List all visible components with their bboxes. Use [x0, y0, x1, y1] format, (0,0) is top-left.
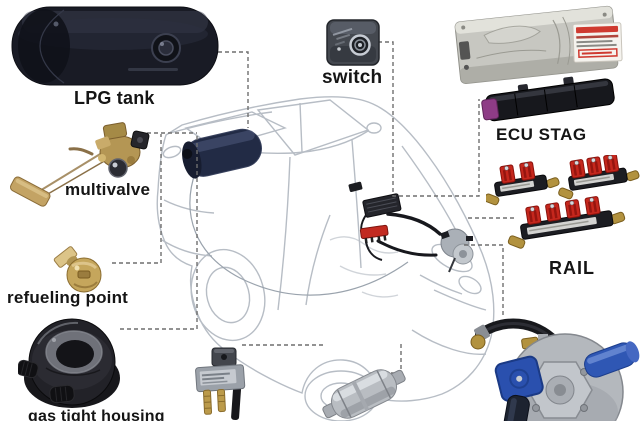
refueling-point-photo	[53, 246, 102, 293]
gas-filter-photo	[322, 369, 406, 419]
map-sensor-photo	[195, 347, 246, 421]
multivalve-photo	[9, 122, 150, 207]
reducer-photo	[470, 318, 640, 421]
sensor-body	[195, 364, 246, 393]
multivalve-body	[68, 122, 150, 178]
sensor-prongs	[202, 388, 226, 415]
gas-tight-housing-photo	[18, 318, 120, 408]
rail-unit-2	[486, 161, 560, 206]
installed-ecu	[362, 193, 402, 218]
float-cylinder	[9, 176, 51, 207]
ecu-stag-label: ECU STAG	[496, 125, 587, 144]
housing-nozzle-bottom	[49, 384, 75, 404]
connector-switch-ecu	[378, 41, 480, 197]
rear-wheel	[190, 248, 266, 342]
connector-reducer	[464, 244, 504, 318]
rail-photo	[486, 155, 640, 249]
taillight	[162, 145, 182, 159]
engine-bay-parts	[348, 181, 474, 273]
installed-rail	[359, 224, 389, 244]
reducer-dark-port	[503, 394, 530, 421]
trunk-tank	[182, 128, 262, 179]
gas-line	[189, 169, 409, 296]
switch-photo	[326, 19, 380, 66]
switch-markings	[332, 27, 353, 46]
housing-nozzle-left	[18, 359, 39, 379]
rail-label: RAIL	[549, 258, 595, 278]
rail-unit-4	[507, 195, 626, 249]
rail-unit-3	[558, 155, 640, 200]
engine-scribbles	[329, 236, 399, 298]
lpg-tank-label: LPG tank	[74, 88, 155, 108]
lpg-tank-photo	[11, 6, 219, 86]
dashed-connectors	[112, 41, 516, 374]
refueling-point-label: refueling point	[7, 288, 129, 307]
side-windows	[256, 99, 370, 156]
reducer-blue-cylinder	[584, 341, 640, 378]
connector-gas-housing	[120, 134, 198, 330]
connector-refueling-point	[112, 134, 162, 264]
connector-lpg-tank	[218, 51, 249, 128]
ecu-wiring-connector	[481, 76, 615, 122]
switch-label: switch	[322, 67, 383, 88]
switch-led	[337, 47, 341, 51]
ecu-stag-photo	[454, 5, 623, 122]
gas-tight-housing-label: gas tight housing	[28, 408, 165, 421]
connector-purple-cap	[481, 98, 500, 121]
ecu-sticker	[572, 22, 623, 63]
installed-reducer	[440, 228, 474, 273]
gauge	[108, 158, 128, 178]
multivalve-label: multivalve	[65, 180, 151, 199]
side-mirror	[366, 122, 382, 134]
ecu-box	[454, 5, 623, 85]
